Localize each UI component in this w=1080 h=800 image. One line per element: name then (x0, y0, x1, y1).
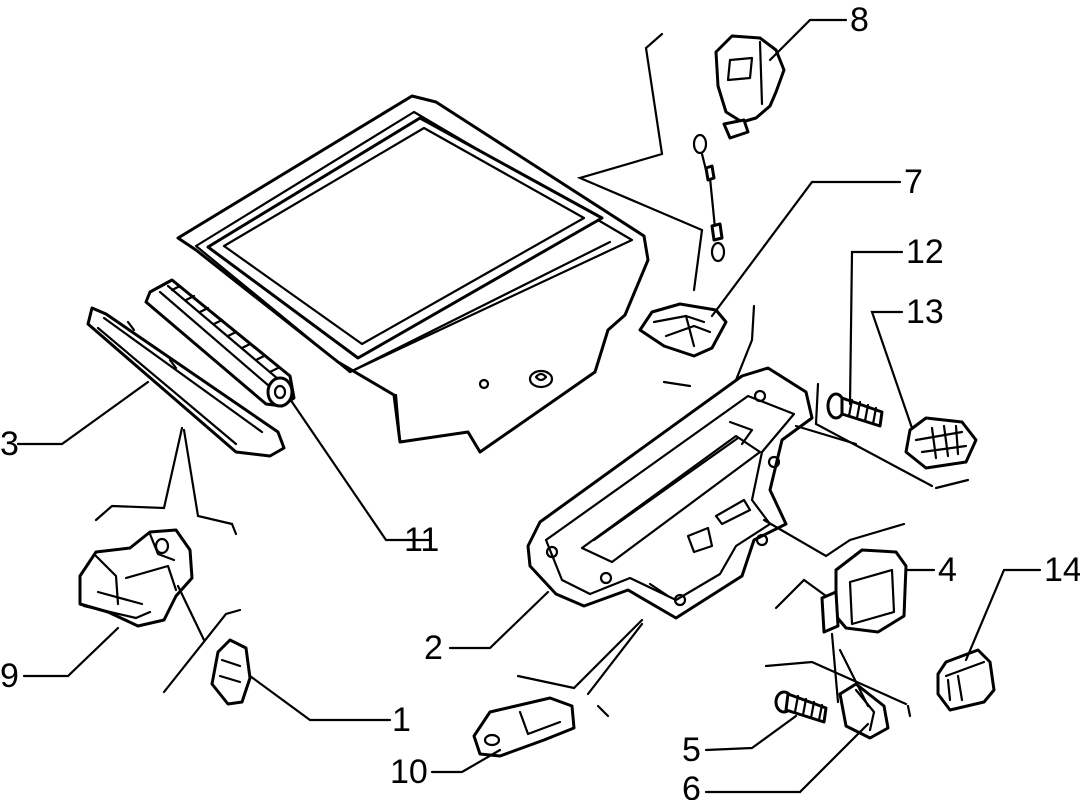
release-cable (692, 133, 726, 263)
callout-11: 11 (404, 521, 439, 559)
tailgate-panel (176, 94, 650, 454)
part-11-seal-profile (144, 278, 296, 408)
part-12-screw (826, 392, 884, 428)
part-13-buffer (904, 416, 978, 470)
part-8-lock-latch (714, 34, 786, 140)
callout-6: 6 (682, 770, 701, 800)
part-2-inner-panel (526, 366, 814, 620)
callout-1: 1 (392, 701, 411, 739)
part-3-trim-strip (86, 306, 286, 458)
callout-13: 13 (906, 293, 944, 331)
part-10-handle (472, 696, 576, 758)
part-4-light-unit (820, 548, 908, 634)
callout-10: 10 (390, 753, 428, 791)
leader-lines (16, 18, 1042, 794)
part-1-clip (210, 638, 252, 706)
callout-12: 12 (906, 233, 944, 271)
callout-2: 2 (424, 629, 443, 667)
callout-9: 9 (0, 657, 19, 695)
callout-14: 14 (1044, 551, 1080, 589)
callout-7: 7 (904, 163, 923, 201)
callout-3: 3 (0, 425, 19, 463)
callout-4: 4 (938, 551, 957, 589)
part-5-bolt (774, 690, 828, 724)
callout-5: 5 (682, 731, 701, 769)
part-9-hinge (78, 528, 194, 628)
callout-8: 8 (850, 1, 869, 39)
part-7-striker-bracket (638, 302, 728, 358)
part-14-cap (936, 648, 996, 712)
